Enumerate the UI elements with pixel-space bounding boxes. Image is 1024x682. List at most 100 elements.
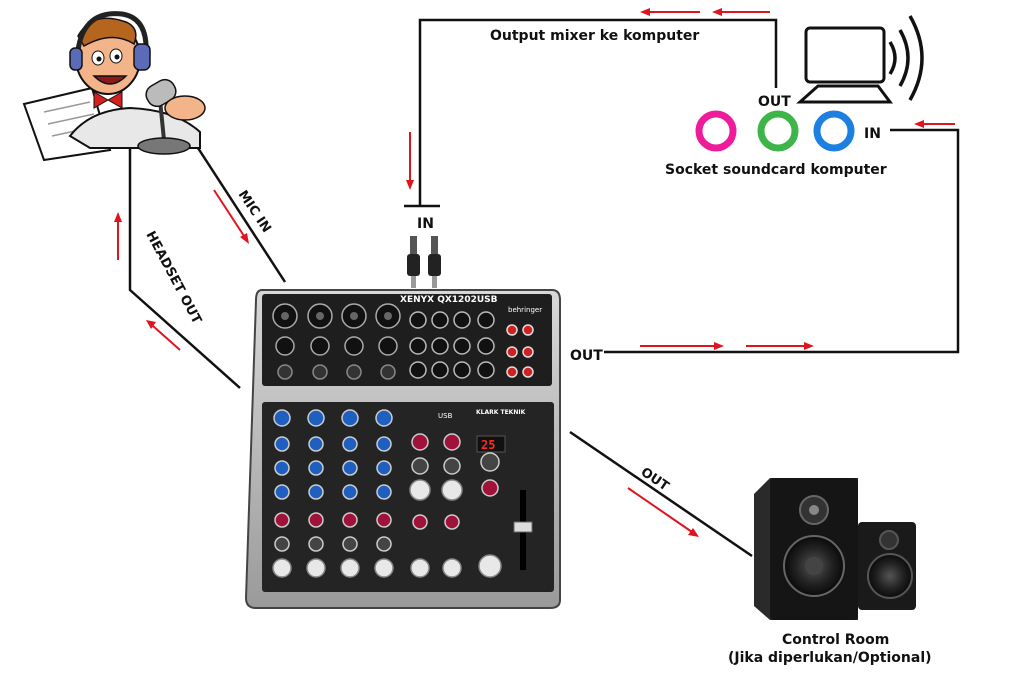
fx-send-knob-icon bbox=[274, 512, 290, 528]
pan-knob-icon bbox=[376, 536, 392, 552]
mixer-usb: USB bbox=[438, 412, 453, 420]
fx-send-knob-icon bbox=[342, 512, 358, 528]
phones-level-knob-icon bbox=[478, 554, 502, 578]
label-headset-out: HEADSET OUT bbox=[142, 229, 204, 327]
rca-jack-icon bbox=[522, 324, 534, 336]
pan-knob-icon bbox=[274, 536, 290, 552]
xlr-pin-icon bbox=[350, 312, 358, 320]
studio-monitor-speakers-icon bbox=[754, 478, 916, 620]
mixer-klark: KLARK TEKNIK bbox=[476, 409, 526, 416]
pan-knob-icon bbox=[308, 536, 324, 552]
stereo-jack-icon bbox=[409, 337, 427, 355]
fx-program-knob-icon bbox=[480, 452, 500, 472]
line-input-icon bbox=[275, 336, 295, 356]
stereo-jack-icon bbox=[431, 311, 449, 329]
xlr-pin-icon bbox=[316, 312, 324, 320]
jack-plugs-icon bbox=[407, 236, 441, 288]
stereo-fx-knob-icon bbox=[412, 514, 428, 530]
xlr-pin-icon bbox=[281, 312, 289, 320]
stereo-jack-icon bbox=[477, 337, 495, 355]
gain-knob-icon bbox=[307, 409, 325, 427]
line-input-icon bbox=[310, 336, 330, 356]
insert-jack-icon bbox=[380, 364, 396, 380]
stereo-jack-icon bbox=[409, 361, 427, 379]
stereo-jack-icon bbox=[453, 361, 471, 379]
socket-blue-icon bbox=[813, 110, 855, 152]
eq-low-knob-icon bbox=[342, 484, 358, 500]
eq-mid-knob-icon bbox=[376, 460, 392, 476]
fx-return-knob-icon bbox=[481, 479, 499, 497]
mixer-controls bbox=[272, 303, 534, 578]
insert-jack-icon bbox=[346, 364, 362, 380]
mixer-front-panel bbox=[262, 402, 554, 592]
line-input-icon bbox=[378, 336, 398, 356]
announcer-cartoon-icon bbox=[22, 11, 206, 162]
stereo-jack-icon bbox=[453, 337, 471, 355]
stereo-main-knob-icon bbox=[442, 558, 462, 578]
main-fader-cap bbox=[513, 521, 533, 533]
level-knob-icon bbox=[272, 558, 292, 578]
arrow-headset-up bbox=[114, 212, 122, 260]
label-in-computer: IN bbox=[864, 126, 881, 142]
wire-speaker-out bbox=[569, 430, 753, 558]
arrow-top-2 bbox=[712, 8, 770, 16]
xlr-pin-icon bbox=[384, 312, 392, 320]
level-knob-icon bbox=[374, 558, 394, 578]
stereo-jack-icon bbox=[477, 311, 495, 329]
fx-send-knob-icon bbox=[376, 512, 392, 528]
mixer-model: XENYX QX1202USB bbox=[400, 295, 498, 305]
label-out-computer: OUT bbox=[758, 94, 791, 110]
wire-mixer-out-to-computer-in bbox=[604, 128, 960, 354]
line-input-icon bbox=[344, 336, 364, 356]
arrow-down-in bbox=[406, 132, 414, 190]
rca-jack-icon bbox=[506, 324, 518, 336]
label-in-mixer: IN bbox=[417, 216, 434, 232]
mixer-fx-display: 25 bbox=[481, 438, 495, 452]
mixer: XENYX QX1202USB behringer KLARK TEKNIK U… bbox=[244, 289, 561, 609]
stereo-jack-icon bbox=[453, 311, 471, 329]
eq-mid-knob-icon bbox=[274, 460, 290, 476]
arrow-out-right-2 bbox=[746, 342, 814, 350]
eq-mid-knob-icon bbox=[308, 460, 324, 476]
wires bbox=[128, 18, 960, 558]
sound-waves-icon bbox=[888, 15, 924, 101]
stereo-level-knob-icon bbox=[441, 479, 463, 501]
arrow-mic-in bbox=[213, 189, 249, 244]
eq-high-knob-icon bbox=[376, 436, 392, 452]
stereo-eq-knob-icon bbox=[411, 433, 429, 451]
arrow-out-right-1 bbox=[640, 342, 724, 350]
signal-arrows bbox=[114, 8, 955, 537]
eq-low-knob-icon bbox=[274, 484, 290, 500]
stereo-jack-icon bbox=[477, 361, 495, 379]
insert-jack-icon bbox=[312, 364, 328, 380]
stereo-jack-icon bbox=[409, 311, 427, 329]
soundcard-sockets bbox=[695, 110, 855, 152]
eq-high-knob-icon bbox=[308, 436, 324, 452]
socket-green-icon bbox=[757, 110, 799, 152]
label-output-mixer: Output mixer ke komputer bbox=[490, 28, 699, 44]
insert-jack-icon bbox=[277, 364, 293, 380]
rca-jack-icon bbox=[522, 346, 534, 358]
fx-send-knob-icon bbox=[308, 512, 324, 528]
socket-pink-icon bbox=[695, 110, 737, 152]
stereo-main-knob-icon bbox=[410, 558, 430, 578]
arrow-in-computer bbox=[914, 120, 955, 128]
stereo-fx-knob-icon bbox=[444, 514, 460, 530]
gain-knob-icon bbox=[273, 409, 291, 427]
gain-knob-icon bbox=[375, 409, 393, 427]
eq-high-knob-icon bbox=[274, 436, 290, 452]
stereo-knob-icon bbox=[411, 457, 429, 475]
rca-jack-icon bbox=[506, 346, 518, 358]
pan-knob-icon bbox=[342, 536, 358, 552]
rca-jack-icon bbox=[522, 366, 534, 378]
arrow-headset-diag bbox=[146, 320, 181, 351]
eq-low-knob-icon bbox=[308, 484, 324, 500]
stereo-eq-knob-icon bbox=[443, 433, 461, 451]
label-out-mixer-right: OUT bbox=[570, 348, 603, 364]
wire-headset-out bbox=[128, 130, 241, 389]
arrow-top-1 bbox=[640, 8, 700, 16]
rca-jack-icon bbox=[506, 366, 518, 378]
label-control-room: Control Room bbox=[782, 632, 889, 648]
stereo-level-knob-icon bbox=[409, 479, 431, 501]
